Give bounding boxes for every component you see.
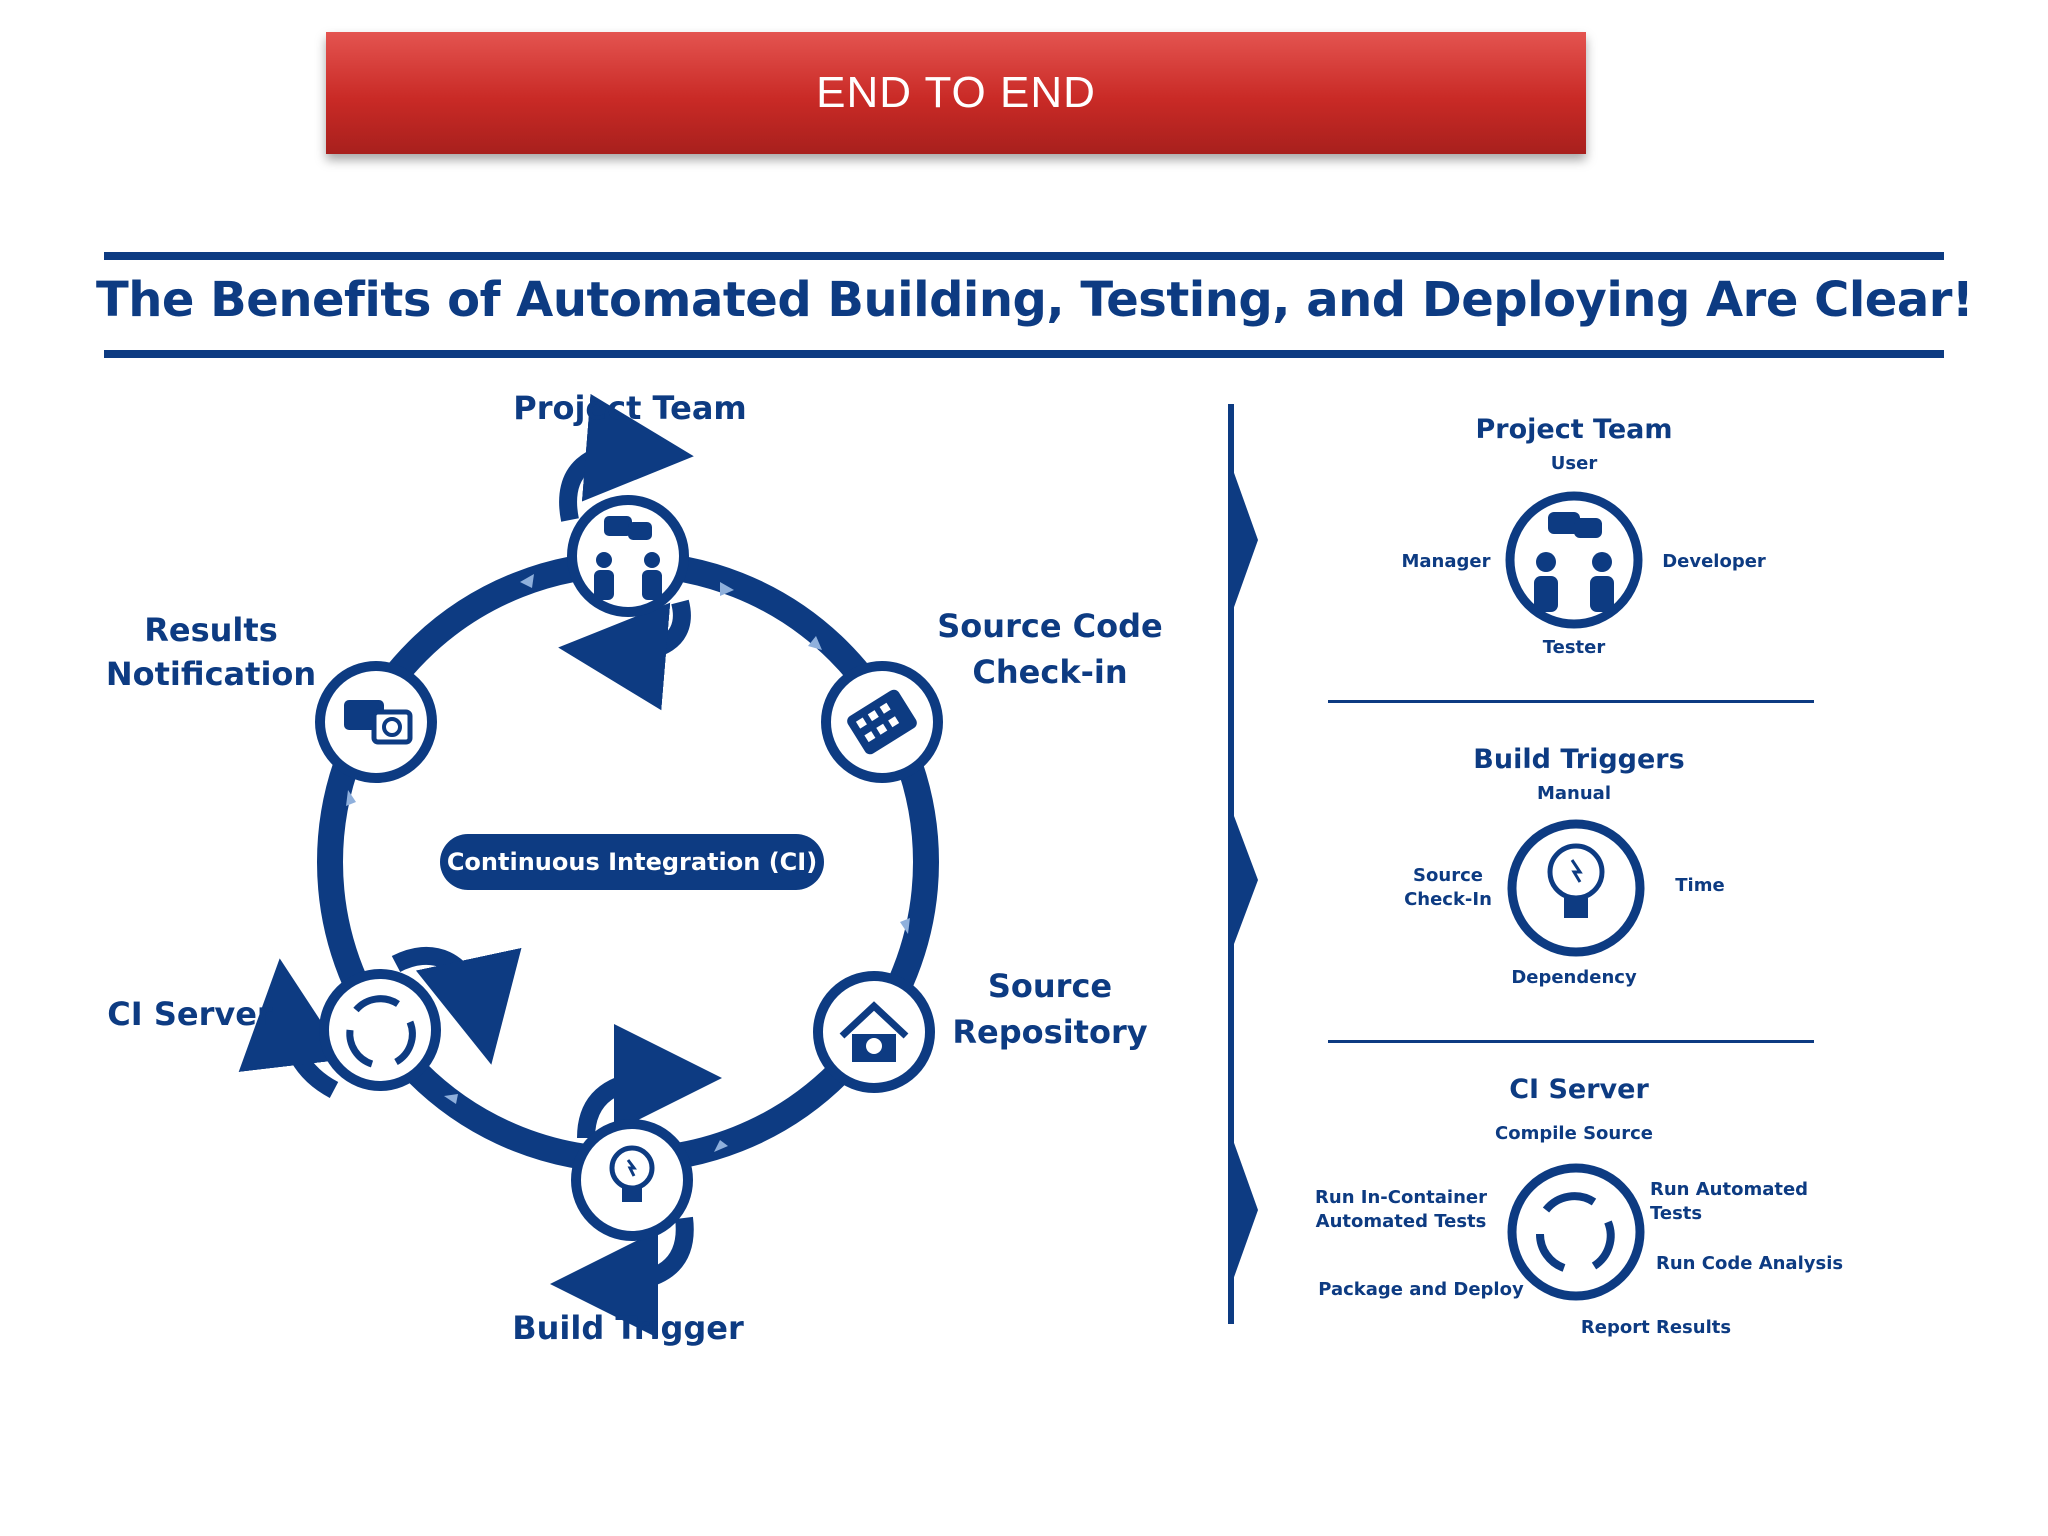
panel-triggers-manual: Manual [1536, 783, 1611, 804]
title-top-rule [104, 252, 1944, 260]
panel-server-automated-tests: Automated Tests [1315, 1211, 1487, 1232]
cycle-label-build-trigger: Build Trigger [512, 1309, 744, 1347]
panel-server-compile: Compile Source [1495, 1123, 1653, 1144]
cycle-label-ci-server: CI Server [107, 995, 273, 1033]
panel-team-manager: Manager [1401, 551, 1491, 572]
trigger-node-icon [550, 1024, 722, 1338]
panel-team-user: User [1550, 453, 1598, 474]
panel-divider-1 [1328, 700, 1814, 703]
chevron-divider [1228, 404, 1258, 1324]
checkin-node-icon [821, 661, 943, 783]
cycle-label-checkin: Check-in [972, 653, 1128, 691]
panel-server-report: Report Results [1580, 1317, 1732, 1338]
panel-team-developer: Developer [1662, 551, 1766, 572]
panel-server-icon [1507, 1163, 1645, 1301]
page-title: The Benefits of Automated Building, Test… [96, 272, 1974, 328]
panel-triggers-dependency: Dependency [1511, 967, 1637, 988]
panel-server-run-tests: Run Automated Tests [1650, 1179, 1809, 1224]
panel-team-icon [1505, 491, 1643, 629]
panel-server-incontainer: Run In-Container [1315, 1187, 1487, 1208]
panel-triggers-time: Time [1675, 875, 1725, 896]
panel-lightbulb-icon [1507, 819, 1645, 957]
panel-divider-2 [1328, 1040, 1814, 1043]
team-node-icon [558, 393, 694, 711]
server-node-icon [238, 947, 522, 1098]
cycle-label-source-code: Source Code [937, 607, 1163, 645]
panel-server-package-deploy: Package and Deploy [1318, 1279, 1524, 1300]
cycle-label-repository: Repository [952, 1013, 1148, 1051]
cycle-label-notification: Notification [105, 655, 317, 693]
panel-team-title: Project Team [1475, 414, 1673, 445]
title-banner: END TO END [326, 32, 1586, 154]
cycle-label-project-team: Project Team [513, 389, 747, 427]
cycle-label-results: Results [144, 611, 278, 649]
panel-triggers-checkin: Check-In [1404, 889, 1492, 910]
panel-server-code-analysis: Run Code Analysis [1656, 1253, 1844, 1274]
cycle-label-source: Source [987, 967, 1113, 1005]
panel-triggers-title: Build Triggers [1473, 744, 1685, 775]
panel-team-tester: Tester [1542, 637, 1606, 658]
panel-server-title: CI Server [1509, 1074, 1649, 1105]
ring-direction-arrows [346, 574, 910, 1152]
notification-node-icon [315, 661, 437, 783]
panel-triggers-source: Source [1413, 865, 1483, 886]
ci-center-pill: Continuous Integration (CI) [440, 834, 824, 890]
repository-node-icon [813, 971, 935, 1093]
banner-text: END TO END [816, 68, 1096, 117]
title-bottom-rule [104, 350, 1944, 358]
